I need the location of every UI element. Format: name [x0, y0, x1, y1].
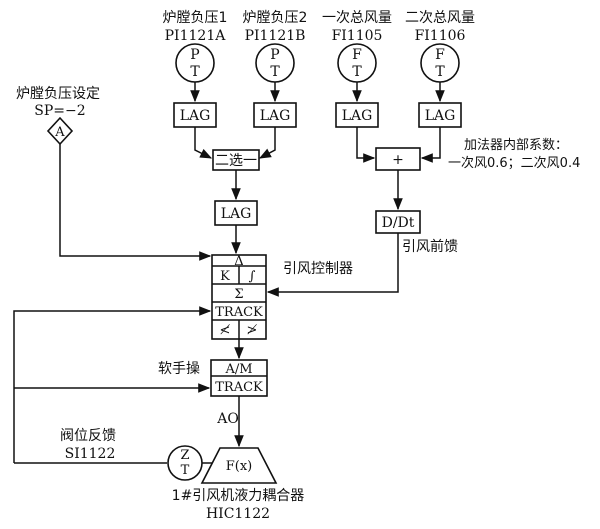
function-block: F(x) — [200, 447, 278, 484]
adder-note-line-2: 一次风0.6；二次风0.4 — [448, 155, 580, 171]
soft-manual-label: 软手操 — [158, 361, 200, 377]
svg-text:F: F — [352, 47, 362, 63]
svg-text:F: F — [435, 47, 445, 63]
transmitter-2-circle: P T — [255, 43, 295, 83]
coupler-tag: HIC1122 — [206, 506, 270, 522]
transmitter-1-circle: P T — [175, 43, 215, 83]
lag-block-3: LAG — [335, 102, 379, 128]
transmitter-1-label: 炉膛负压1 — [163, 10, 228, 26]
valve-feedback-label: 阀位反馈 — [60, 428, 116, 444]
svg-text:K: K — [220, 269, 230, 284]
lag-block-main: LAG — [214, 200, 258, 226]
lag-block-2: LAG — [253, 102, 297, 128]
svg-text:P: P — [270, 47, 279, 63]
svg-text:Σ: Σ — [234, 287, 243, 302]
am-station-block: A/M TRACK — [210, 359, 268, 397]
transmitter-2-tag: PI1121B — [245, 28, 306, 44]
svg-text:LAG: LAG — [260, 108, 291, 124]
svg-text:T: T — [270, 64, 280, 80]
svg-text:∫: ∫ — [249, 269, 256, 284]
svg-text:LAG: LAG — [180, 108, 211, 124]
transmitter-2-label: 炉膛负压2 — [243, 10, 308, 26]
svg-text:+: + — [392, 152, 404, 168]
lag-block-1: LAG — [173, 102, 217, 128]
svg-text:LAG: LAG — [425, 108, 456, 124]
ao-label: AO — [216, 411, 239, 427]
setpoint-diamond: A — [46, 116, 74, 146]
controller-label: 引风控制器 — [283, 261, 353, 277]
transmitter-3-tag: FI1105 — [332, 28, 383, 44]
svg-text:LAG: LAG — [221, 206, 252, 222]
svg-text:A/M: A/M — [224, 362, 252, 377]
svg-text:T: T — [352, 64, 362, 80]
setpoint-value: SP=−2 — [34, 103, 85, 119]
svg-text:Z: Z — [180, 448, 189, 463]
adder-note-line-1: 加法器内部系数： — [464, 137, 568, 153]
svg-text:A: A — [54, 125, 65, 140]
valve-transmitter-circle: Z T — [167, 445, 203, 481]
transmitter-4-circle: F T — [420, 43, 460, 83]
svg-text:Δ: Δ — [234, 254, 243, 269]
svg-text:P: P — [190, 47, 199, 63]
controller-block: Δ K ∫ Σ TRACK ≮ ≯ — [211, 254, 267, 340]
svg-text:TRACK: TRACK — [215, 380, 263, 395]
svg-text:≯: ≯ — [247, 323, 258, 338]
svg-text:T: T — [190, 64, 200, 80]
svg-text:F(x): F(x) — [226, 459, 253, 474]
derivative-block: D/Dt — [375, 210, 421, 234]
coupler-label: 1#引风机液力耦合器 — [172, 488, 305, 504]
svg-text:≮: ≮ — [220, 323, 231, 338]
adder-block: + — [375, 147, 421, 171]
select-block: 二选一 — [212, 149, 260, 171]
valve-feedback-tag: SI1122 — [65, 446, 116, 462]
feedforward-label: 引风前馈 — [402, 238, 458, 255]
svg-text:D/Dt: D/Dt — [382, 215, 415, 231]
svg-text:T: T — [435, 64, 445, 80]
svg-text:LAG: LAG — [342, 108, 373, 124]
svg-text:二选一: 二选一 — [215, 153, 257, 169]
svg-text:T: T — [181, 463, 190, 478]
transmitter-4-label: 二次总风量 — [405, 10, 475, 26]
transmitter-1-tag: PI1121A — [165, 28, 227, 44]
lag-block-4: LAG — [418, 102, 462, 128]
svg-text:TRACK: TRACK — [215, 305, 263, 320]
transmitter-3-label: 一次总风量 — [322, 10, 392, 26]
setpoint-label: 炉膛负压设定 — [16, 86, 100, 102]
transmitter-3-circle: F T — [337, 43, 377, 83]
transmitter-4-tag: FI1106 — [415, 28, 466, 44]
